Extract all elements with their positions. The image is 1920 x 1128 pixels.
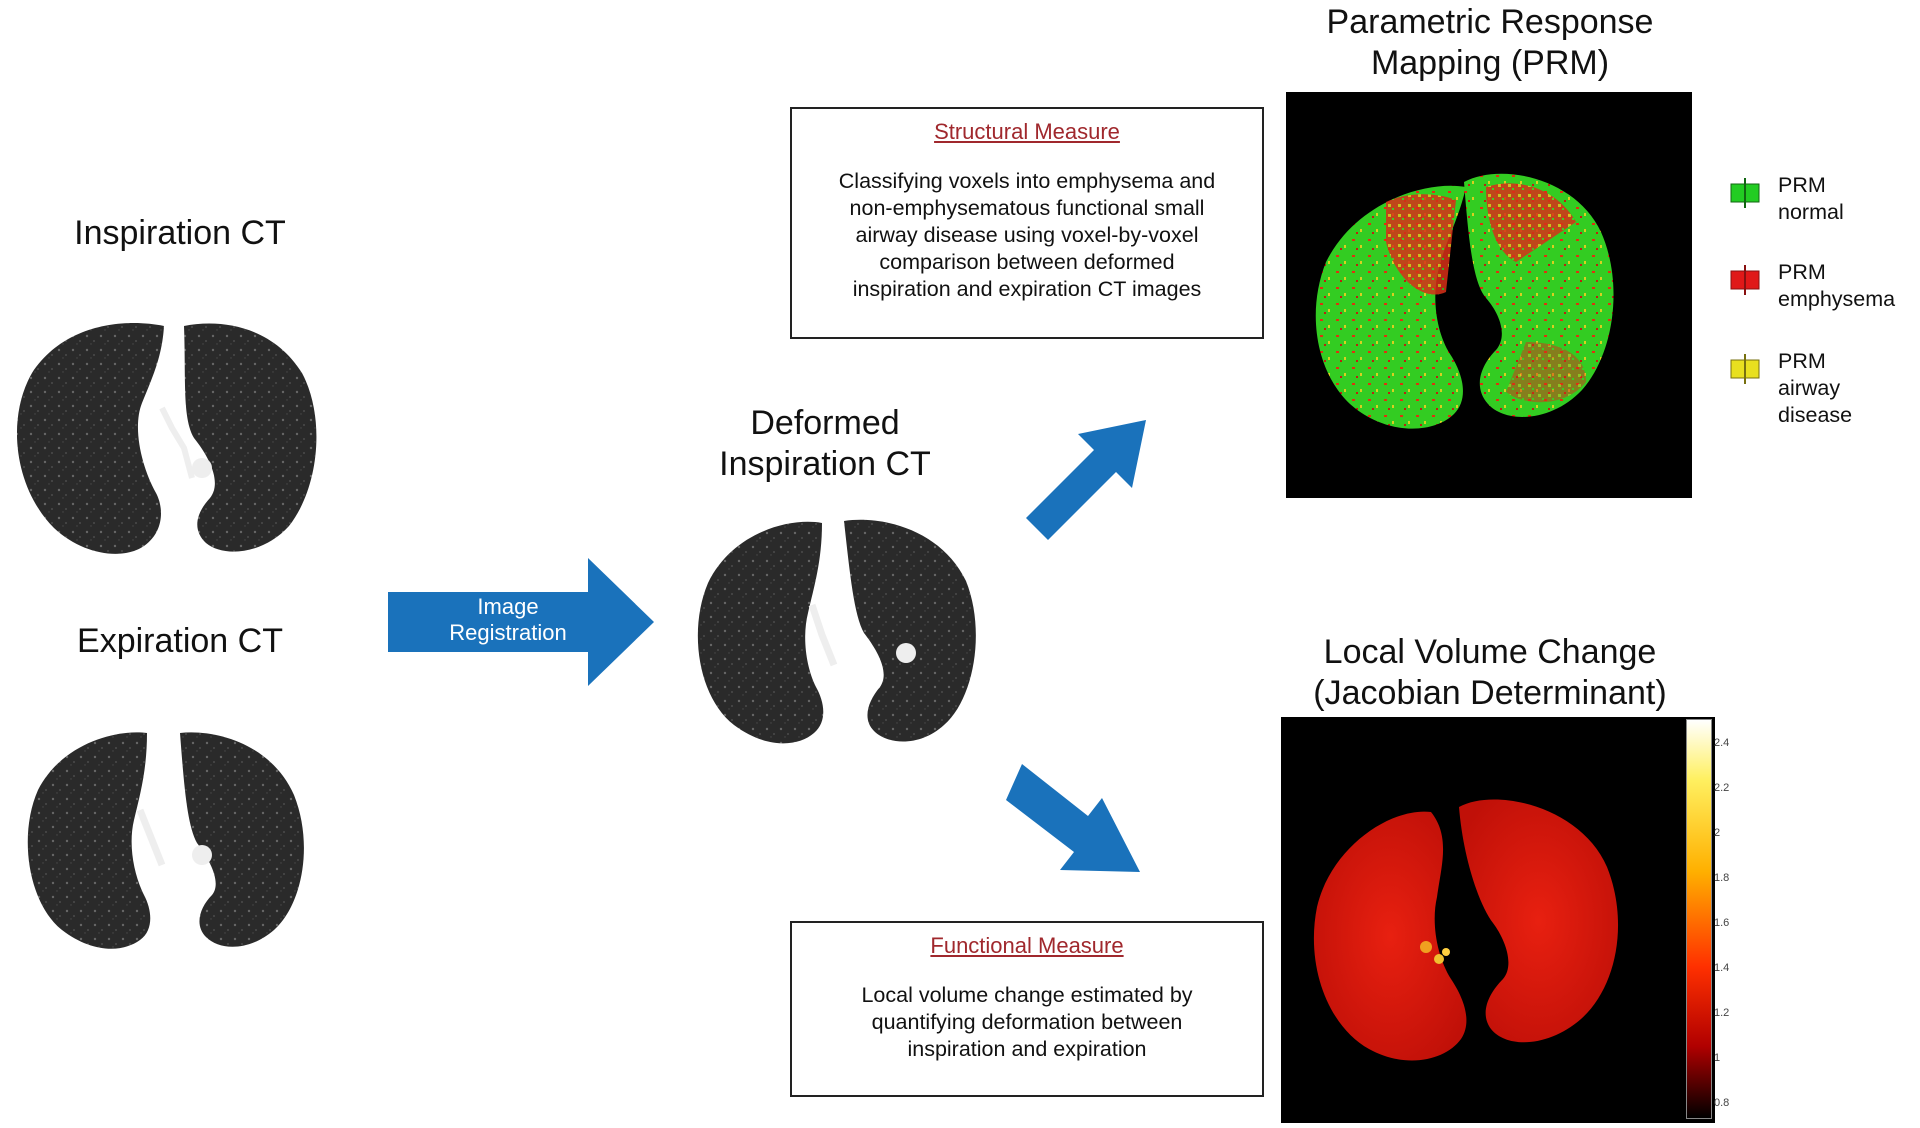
inspiration-ct-title: Inspiration CT [74, 214, 286, 252]
functional-line: quantifying deformation between [871, 1010, 1183, 1034]
inspiration-ct-image [14, 318, 320, 560]
expiration-ct-title: Expiration CT [77, 622, 283, 660]
functional-line: inspiration and expiration [907, 1037, 1147, 1061]
structural-line: non-emphysematous functional small [849, 196, 1205, 220]
prm-title: Parametric Response Mapping (PRM) [1326, 3, 1654, 82]
arrow-to-jacobian [1002, 758, 1142, 883]
legend-swatch-icon [1730, 265, 1760, 295]
legend-prm-airway-disease: PRM airway disease [1730, 348, 1852, 429]
image-registration-arrow [388, 558, 654, 691]
colorbar-tick-label: 1.2 [1714, 1007, 1730, 1019]
prm-map-image [1286, 92, 1692, 498]
structural-line: airway disease using voxel-by-voxel [855, 223, 1199, 247]
arrow-to-prm [1016, 410, 1146, 545]
legend-swatch-icon [1730, 354, 1760, 384]
expiration-ct-image [22, 725, 312, 955]
functional-measure-heading: Functional Measure [930, 933, 1124, 958]
functional-measure-box: Functional Measure Local volume change e… [790, 921, 1264, 1097]
jacobian-colorbar [1686, 719, 1712, 1119]
legend-label: disease [1778, 403, 1853, 427]
structural-line: comparison between deformed [879, 250, 1175, 274]
structural-line: inspiration and expiration CT images [852, 277, 1202, 301]
legend-label: emphysema [1778, 287, 1896, 311]
colorbar-tick-label: 1.4 [1714, 962, 1730, 974]
deformed-ct-title: Deformed Inspiration CT [719, 404, 931, 483]
legend-prm-normal: PRM normal [1730, 172, 1844, 226]
legend-prm-emphysema: PRM emphysema [1730, 259, 1895, 313]
image-registration-label: Image Registration [449, 594, 567, 645]
structural-line: Classifying voxels into emphysema and [838, 169, 1216, 193]
colorbar-tick-label: 2.2 [1714, 782, 1730, 794]
legend-label: PRM [1778, 349, 1826, 373]
colorbar-tick-label: 1.8 [1714, 872, 1730, 884]
legend-label: PRM [1778, 260, 1826, 284]
colorbar-tick-label: 1 [1714, 1052, 1721, 1064]
deformed-ct-image [694, 515, 980, 751]
colorbar-tick-label: 2 [1714, 827, 1721, 839]
legend-label: airway [1778, 376, 1841, 400]
structural-measure-box: Structural Measure Classifying voxels in… [790, 107, 1264, 339]
jacobian-title: Local Volume Change (Jacobian Determinan… [1313, 633, 1667, 712]
colorbar-tick-label: 0.8 [1714, 1097, 1730, 1109]
structural-measure-heading: Structural Measure [934, 119, 1120, 144]
functional-line: Local volume change estimated by [861, 983, 1193, 1007]
legend-swatch-icon [1730, 178, 1760, 208]
legend-label: normal [1778, 200, 1844, 224]
legend-label: PRM [1778, 173, 1826, 197]
jacobian-map-image [1281, 717, 1715, 1123]
colorbar-tick-label: 1.6 [1714, 917, 1730, 929]
colorbar-tick-label: 2.4 [1714, 737, 1730, 749]
jacobian-colorbar-ticks: 2.4 2.2 2 1.8 1.6 1.4 1.2 1 0.8 [1714, 719, 1754, 1119]
